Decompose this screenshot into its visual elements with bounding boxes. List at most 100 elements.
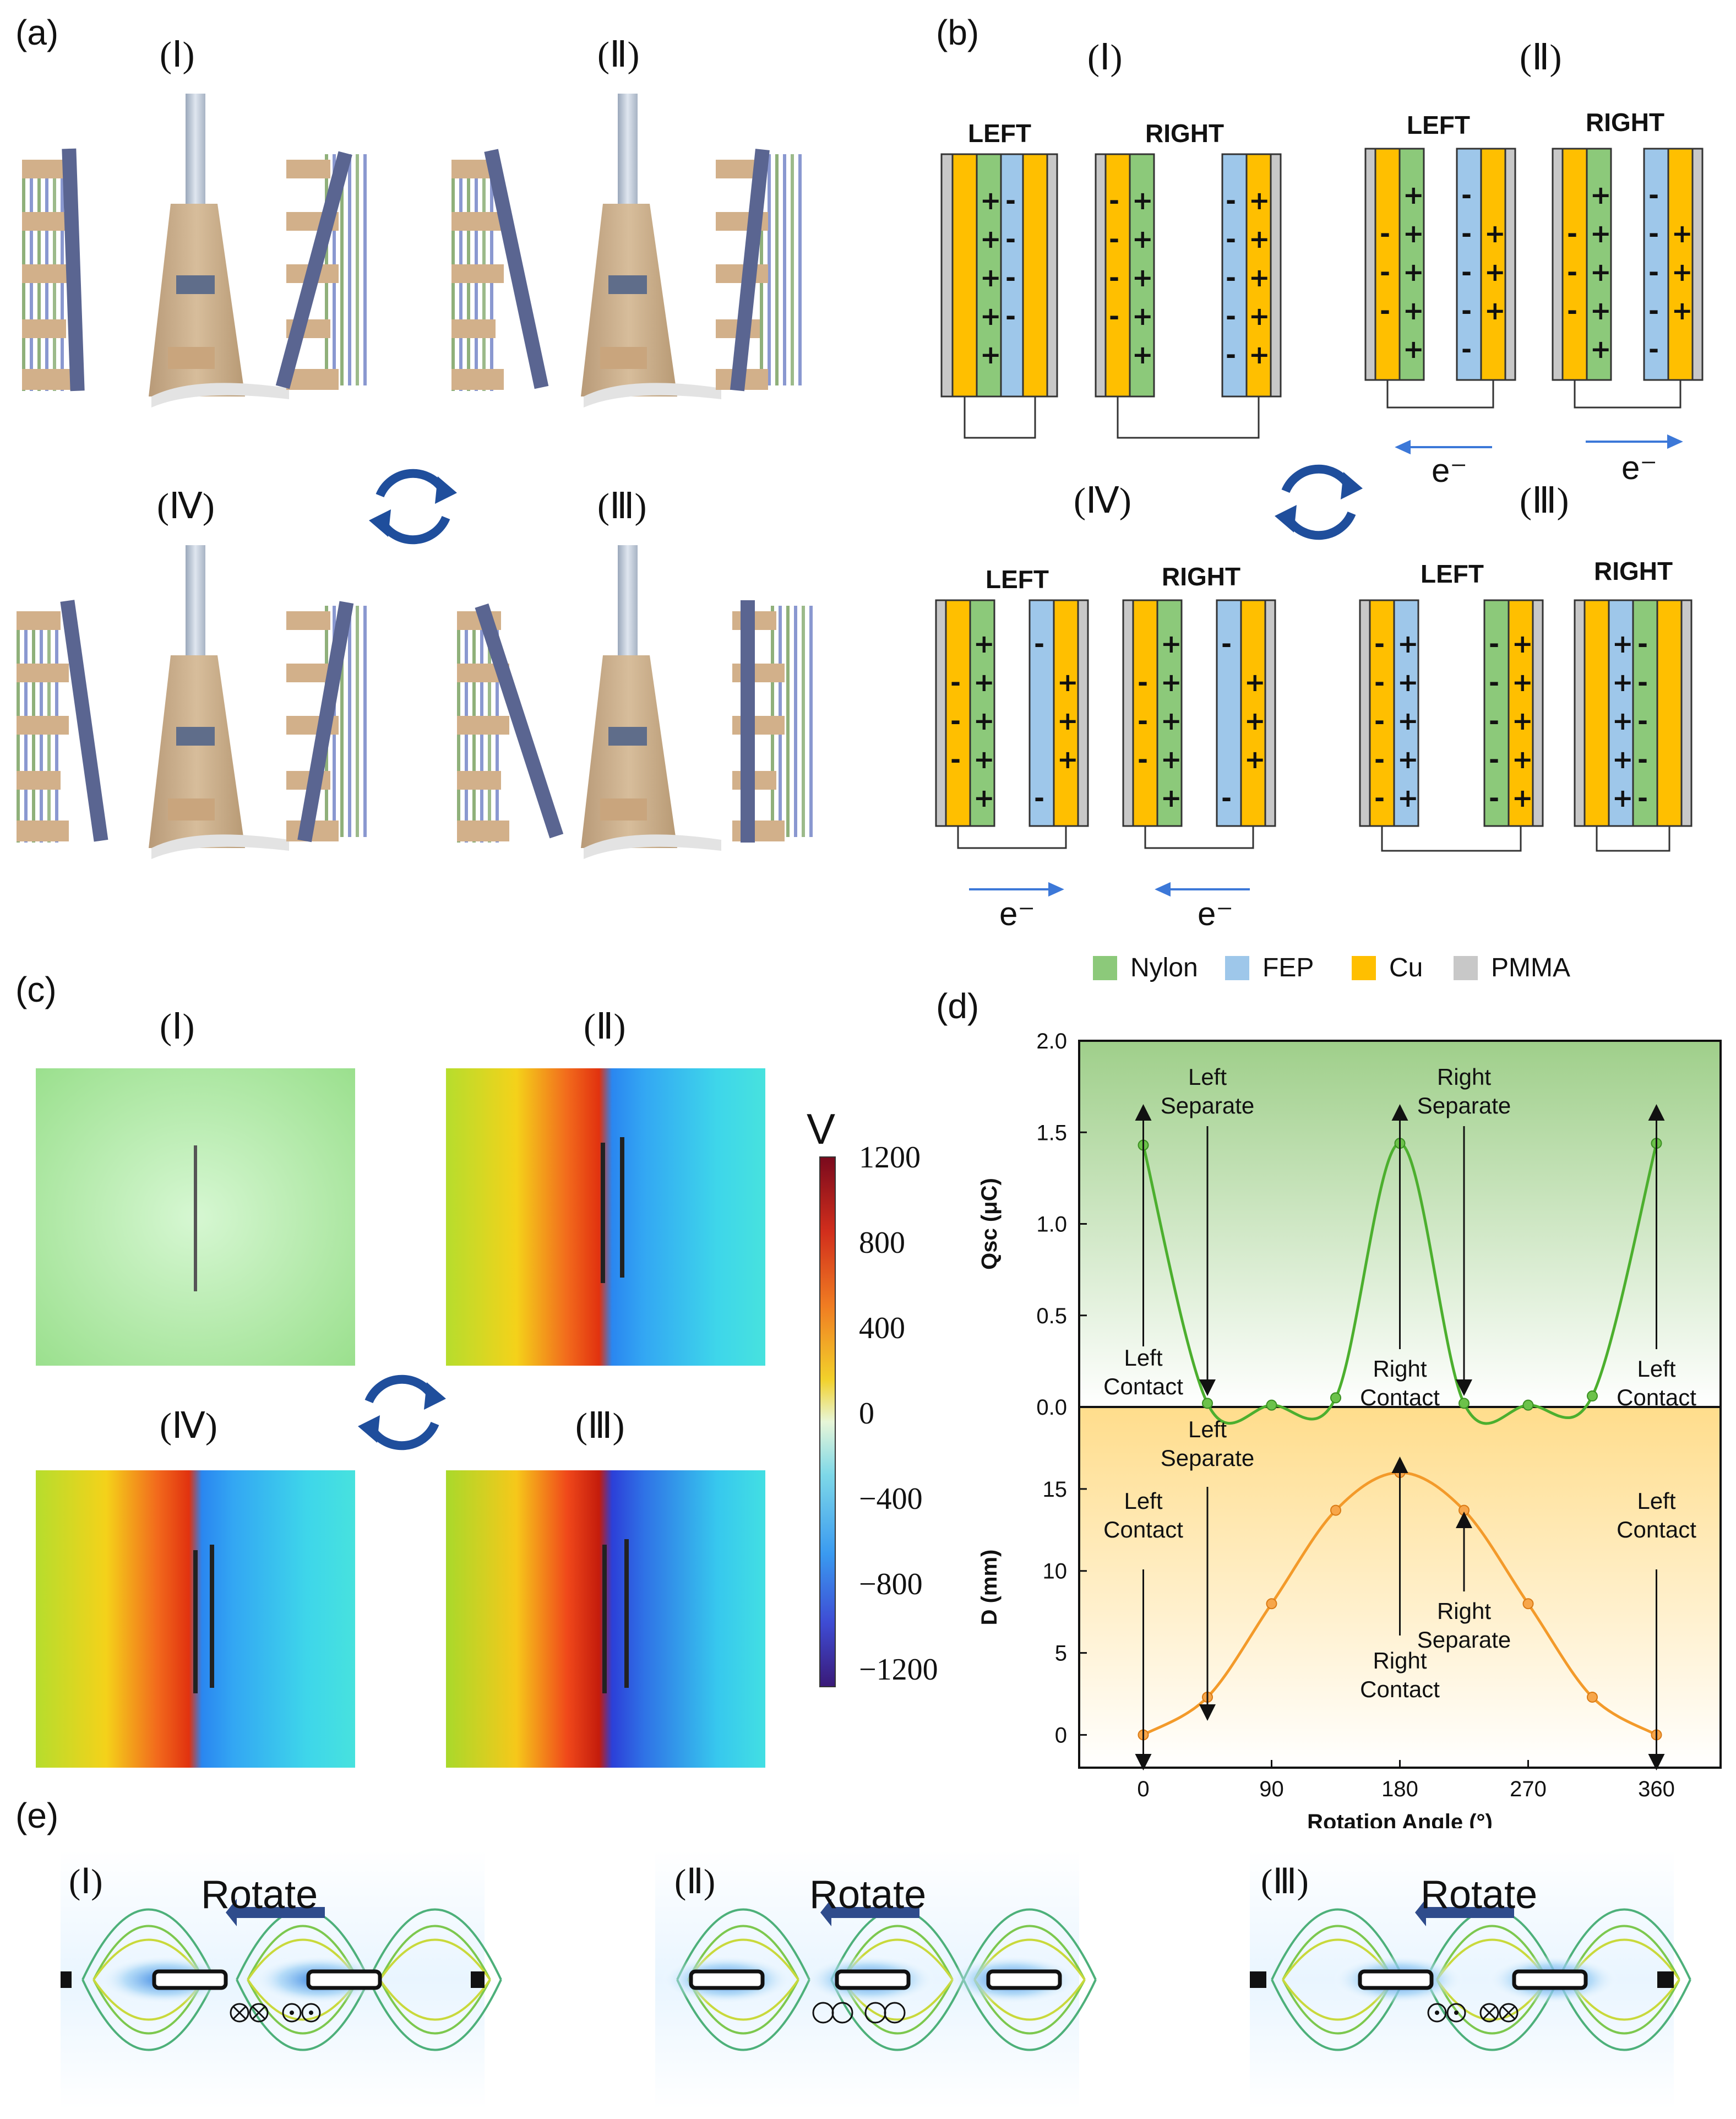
svg-text:-: - xyxy=(1380,219,1390,248)
c-state-I-label: (Ⅰ) xyxy=(160,1007,195,1047)
svg-text:-: - xyxy=(1226,301,1236,331)
svg-text:-: - xyxy=(1637,783,1648,813)
svg-text:+: + xyxy=(1590,334,1612,364)
d-xlabel: Rotation Angle (°) xyxy=(1307,1810,1493,1828)
d-anno-left-contact-text-1: Contact xyxy=(1103,1517,1183,1542)
svg-text:+: + xyxy=(1590,257,1612,287)
svg-text:+: + xyxy=(1249,340,1270,370)
c-cycle-icon xyxy=(358,1374,446,1450)
svg-text:+: + xyxy=(1403,257,1424,287)
d-anno-right-separate-text-0: Right xyxy=(1437,1598,1491,1624)
svg-text:-: - xyxy=(1380,257,1390,287)
svg-text:-: - xyxy=(1648,334,1659,364)
d-anno-left-separate-text-1: Separate xyxy=(1161,1445,1254,1471)
svg-text:-: - xyxy=(1567,257,1577,287)
svg-text:+: + xyxy=(1132,263,1153,292)
e-III-rotate-label: Rotate xyxy=(1421,1873,1538,1917)
svg-text:+: + xyxy=(1249,263,1270,292)
qsc-point-7 xyxy=(1587,1390,1598,1402)
svg-text:+: + xyxy=(1057,745,1079,774)
panel-c-potential-maps xyxy=(36,1068,765,1768)
svg-text:-: - xyxy=(1648,219,1659,248)
colorbar-tick-1: 800 xyxy=(859,1226,905,1260)
svg-text:+: + xyxy=(1244,667,1266,697)
colorbar-tick-3: 0 xyxy=(859,1397,874,1431)
svg-text:+: + xyxy=(1249,224,1270,254)
legend-cu-label: Cu xyxy=(1389,953,1423,982)
b-IV-right-stack: +++++ --- -- +++ xyxy=(1122,599,1276,827)
svg-text:+: + xyxy=(980,186,1002,215)
d-ytick-label-0: 0 xyxy=(1055,1723,1067,1747)
qsc-point-6 xyxy=(1522,1399,1534,1411)
svg-text:-: - xyxy=(1648,180,1659,210)
e-II-rotate-label: Rotate xyxy=(809,1873,927,1917)
legend-cu-swatch xyxy=(1352,955,1376,980)
colorbar-tick-2: 400 xyxy=(859,1311,905,1345)
c-state-IV-label: (Ⅳ) xyxy=(160,1406,217,1446)
svg-text:+: + xyxy=(1397,667,1419,697)
svg-text:+: + xyxy=(973,667,995,697)
b-IV-right-label: RIGHT xyxy=(1162,562,1241,591)
d-point-2 xyxy=(1266,1598,1277,1610)
e-state-III-label: (Ⅲ) xyxy=(1261,1862,1309,1901)
svg-text:+: + xyxy=(1512,667,1533,697)
svg-text:+: + xyxy=(1612,745,1634,774)
e-state-I-label: (Ⅰ) xyxy=(69,1862,103,1901)
svg-text:+: + xyxy=(1397,629,1419,659)
panel-b-layers: + + + + + - - - - - - - - + + + + + - - - - - + + + + + +++++ … xyxy=(935,148,1704,897)
svg-text:+: + xyxy=(1484,296,1506,325)
legend-pmma: PMMA xyxy=(1454,953,1570,983)
legend-pmma-label: PMMA xyxy=(1491,953,1570,982)
legend-nylon-label: Nylon xyxy=(1130,953,1198,982)
b-IV-left-stack: +++++ --- -- +++ xyxy=(935,599,1089,827)
svg-text:-: - xyxy=(1226,224,1236,254)
svg-text:+: + xyxy=(1132,301,1153,331)
b-I-left-label: LEFT xyxy=(968,119,1031,148)
svg-text:-: - xyxy=(1461,180,1472,210)
d-anno-right-edge-contact-text-1: Contact xyxy=(1617,1517,1696,1542)
qsc-ylabel: Qsc (μC) xyxy=(977,1178,1002,1270)
d-anno-right-contact-text-1: Contact xyxy=(1360,1676,1440,1702)
svg-text:+: + xyxy=(973,783,995,813)
svg-text:-: - xyxy=(1489,706,1499,736)
qsc-anno-right-separate-text-1: Separate xyxy=(1417,1093,1511,1118)
b-state-I-label: (Ⅰ) xyxy=(1087,37,1123,78)
d-point-7 xyxy=(1587,1691,1598,1703)
b-II-left-label: LEFT xyxy=(1407,111,1470,139)
svg-text:-: - xyxy=(1109,224,1119,254)
d-xtick-label-3: 270 xyxy=(1510,1777,1547,1801)
c-state-III-label: (Ⅲ) xyxy=(575,1406,625,1446)
b-II-left-stack: +++++ --- ----- +++ xyxy=(1364,148,1516,381)
svg-text:+: + xyxy=(1249,186,1270,215)
colorbar-tick-4: −400 xyxy=(859,1482,923,1516)
qsc-anno-right-separate-text-0: Right xyxy=(1437,1064,1491,1090)
svg-text:-: - xyxy=(1648,296,1659,325)
qsc-anno-right-edge-contact-text-1: Contact xyxy=(1617,1384,1696,1410)
d-xtick-label-2: 180 xyxy=(1381,1777,1418,1801)
d-ylabel: D (mm) xyxy=(977,1550,1002,1626)
svg-text:+: + xyxy=(980,263,1002,292)
qsc-anno-left-contact-text-1: Contact xyxy=(1103,1373,1183,1399)
svg-text:+: + xyxy=(1590,296,1612,325)
qsc-anno-right-edge-contact-text-0: Left xyxy=(1637,1356,1675,1382)
svg-text:+: + xyxy=(980,340,1002,370)
svg-text:+: + xyxy=(1612,706,1634,736)
svg-text:+: + xyxy=(980,224,1002,254)
b-III-left-label: LEFT xyxy=(1421,559,1484,588)
a-state-IV-label: (Ⅳ) xyxy=(157,486,215,526)
svg-text:+: + xyxy=(1590,219,1612,248)
svg-text:-: - xyxy=(1226,340,1236,370)
svg-text:+: + xyxy=(1132,340,1153,370)
svg-text:+: + xyxy=(1590,180,1612,210)
b-II-electron-left: e⁻ xyxy=(1432,452,1468,489)
qsc-ytick-label-3: 1.5 xyxy=(1036,1121,1067,1145)
qsc-anno-left-separate-text-0: Left xyxy=(1188,1064,1227,1090)
svg-text:+: + xyxy=(1249,301,1270,331)
svg-text:-: - xyxy=(1226,186,1236,215)
b-state-III-label: (Ⅲ) xyxy=(1520,481,1569,521)
svg-text:-: - xyxy=(1648,257,1659,287)
b-cycle-icon xyxy=(1275,464,1363,540)
d-ytick-label-3: 15 xyxy=(1043,1477,1068,1502)
svg-text:-: - xyxy=(1034,629,1044,659)
svg-text:-: - xyxy=(1221,629,1232,659)
